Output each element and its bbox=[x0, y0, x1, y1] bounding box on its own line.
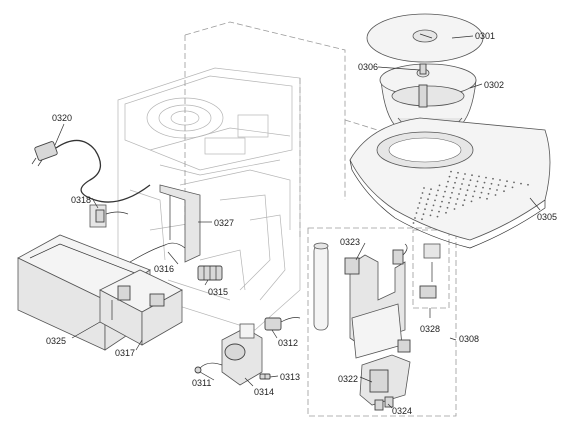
part-0313-screw bbox=[259, 373, 271, 380]
part-0316-cable bbox=[129, 242, 186, 263]
label-0317: 0317 bbox=[115, 348, 135, 358]
part-0311-wire bbox=[194, 366, 202, 374]
part-0308-brewing-assembly bbox=[344, 243, 411, 359]
label-0308: 0308 bbox=[459, 334, 479, 344]
leader-lines bbox=[54, 35, 541, 409]
label-0305: 0305 bbox=[537, 212, 557, 222]
part-0314-pump bbox=[199, 323, 263, 386]
label-0315: 0315 bbox=[208, 287, 228, 297]
part-0323-tube bbox=[313, 242, 329, 331]
part-0318-switch-mount bbox=[89, 204, 129, 228]
label-0328: 0328 bbox=[420, 324, 440, 334]
part-0317-tray-module bbox=[99, 269, 183, 346]
label-0316: 0316 bbox=[154, 264, 174, 274]
part-0301-lid bbox=[366, 13, 484, 63]
part-0315-connector bbox=[197, 265, 223, 281]
label-0313: 0313 bbox=[280, 372, 300, 382]
label-0322: 0322 bbox=[338, 374, 358, 384]
part-0322-base bbox=[359, 354, 411, 406]
part-0328-clips bbox=[419, 243, 441, 299]
label-0312: 0312 bbox=[278, 338, 298, 348]
label-0327: 0327 bbox=[214, 218, 234, 228]
part-0327-bracket bbox=[159, 184, 201, 263]
part-0320-power-cord bbox=[31, 139, 151, 203]
label-0314: 0314 bbox=[254, 387, 274, 397]
part-0312-sensor bbox=[264, 317, 301, 331]
label-0302: 0302 bbox=[484, 80, 504, 90]
part-labels: 0301 0302 0305 0306 0308 0311 0312 0313 … bbox=[46, 31, 557, 416]
label-0318: 0318 bbox=[71, 195, 91, 205]
label-0323: 0323 bbox=[340, 237, 360, 247]
cover-grille-holes bbox=[412, 170, 529, 224]
label-0324: 0324 bbox=[392, 406, 412, 416]
label-0325: 0325 bbox=[46, 336, 66, 346]
part-0305-top-cover bbox=[349, 117, 551, 249]
label-0320: 0320 bbox=[52, 113, 72, 123]
part-0324-feet bbox=[374, 396, 394, 411]
label-0306: 0306 bbox=[358, 62, 378, 72]
label-0301: 0301 bbox=[475, 31, 495, 41]
label-0311: 0311 bbox=[192, 378, 211, 388]
